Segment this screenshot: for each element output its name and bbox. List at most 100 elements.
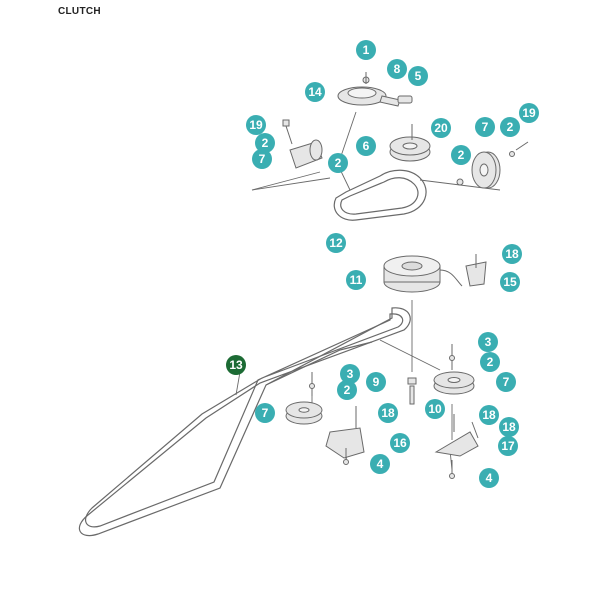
bracket-17 [434,414,479,457]
callout-badge [479,468,499,488]
callout-label: 9 [373,375,380,389]
idler-arm [337,72,413,107]
callout-pulley-7: 7 [252,149,272,169]
callout-label: 7 [259,152,266,166]
bolts-4 [343,448,455,479]
callout-label: 15 [503,275,517,289]
callout-badge [328,153,348,173]
callout-label: 8 [394,62,401,76]
callout-pulley-6: 6 [356,136,376,156]
callout-label: 14 [308,85,322,99]
callout-bolt-5: 5 [408,66,428,86]
callout-label: 3 [347,367,354,381]
callout-washer-2: 2 [480,352,500,372]
callout-screw-18: 18 [502,244,522,264]
spacer-pin [407,377,417,405]
electric-clutch [383,255,463,293]
callout-label: 10 [428,402,442,416]
callout-label: 12 [329,236,343,250]
callout-label: 7 [482,120,489,134]
callout-pulley-7: 7 [255,403,275,423]
callout-belt-12: 12 [326,233,346,253]
callout-badge [387,59,407,79]
callout-pin-10: 10 [425,399,445,419]
callout-bracket-16: 16 [390,433,410,453]
callout-label: 2 [262,136,269,150]
callout-washer-2: 2 [337,380,357,400]
bracket-15 [465,254,487,287]
callout-badge [496,372,516,392]
callout-label: 11 [350,273,363,287]
callout-label: 4 [486,471,493,485]
callout-badge [479,405,499,425]
pulley-left-lower [285,372,323,425]
callout-washer-2: 2 [255,133,275,153]
callout-pulley-7: 7 [496,372,516,392]
callout-badge [390,433,410,453]
callout-washer-2: 2 [328,153,348,173]
callout-label: 1 [363,43,370,57]
callout-electric-clutch-11: 11 [346,270,366,290]
callout-screw-18: 18 [378,403,398,423]
callout-badge [502,244,522,264]
callout-bolt-4: 4 [370,454,390,474]
callout-badge [356,136,376,156]
leader-lines [235,111,501,471]
bracket-16 [325,406,365,459]
callout-label: 18 [482,408,496,422]
callout-bolt-20: 20 [431,118,451,138]
belt-13 [78,307,411,537]
pulley-left-top [282,119,323,169]
callout-badge [500,272,520,292]
callout-label: 2 [507,120,514,134]
callout-label: 19 [249,118,263,132]
callout-badge [425,399,445,419]
callout-nut-3: 3 [478,332,498,352]
callout-screw-1: 1 [356,40,376,60]
callout-badge [451,145,471,165]
callout-label: 18 [502,420,516,434]
callout-badge [255,403,275,423]
callout-label: 7 [262,406,269,420]
callout-label: 6 [363,139,370,153]
callout-bracket-15: 15 [500,272,520,292]
callout-badge [252,149,272,169]
callout-badge [370,454,390,474]
callout-spacer-9: 9 [366,372,386,392]
callout-screw-18: 18 [479,405,499,425]
callout-badge [480,352,500,372]
callout-badge [408,66,428,86]
callout-badge [356,40,376,60]
callout-label: 2 [344,383,351,397]
callout-nut-3: 3 [340,364,360,384]
callout-washer-8: 8 [387,59,407,79]
callout-bracket-17: 17 [498,436,518,456]
callout-badge [431,118,451,138]
callout-label: 7 [503,375,510,389]
callout-label: 5 [415,69,422,83]
callout-label: 19 [522,106,536,120]
callout-badge [519,103,539,123]
callout-bolt-19: 19 [519,103,539,123]
callout-badge [346,270,366,290]
callout-badge [337,380,357,400]
callout-label: 18 [505,247,519,261]
callout-idler-arm-14: 14 [305,82,325,102]
callout-screw-18: 18 [499,417,519,437]
callout-badge [499,417,519,437]
callout-label: 2 [487,355,494,369]
pulley-right-lower [433,344,475,395]
callout-badge [478,332,498,352]
callout-badge [340,364,360,384]
callout-label: 13 [229,358,243,372]
callout-washer-2: 2 [500,117,520,137]
callout-label: 16 [393,436,407,450]
callout-belt-13: 13 [226,355,246,375]
page-title: CLUTCH [58,6,101,17]
callout-pulley-7: 7 [475,117,495,137]
callout-label: 18 [381,406,395,420]
callout-badge [500,117,520,137]
callout-washer-2: 2 [451,145,471,165]
